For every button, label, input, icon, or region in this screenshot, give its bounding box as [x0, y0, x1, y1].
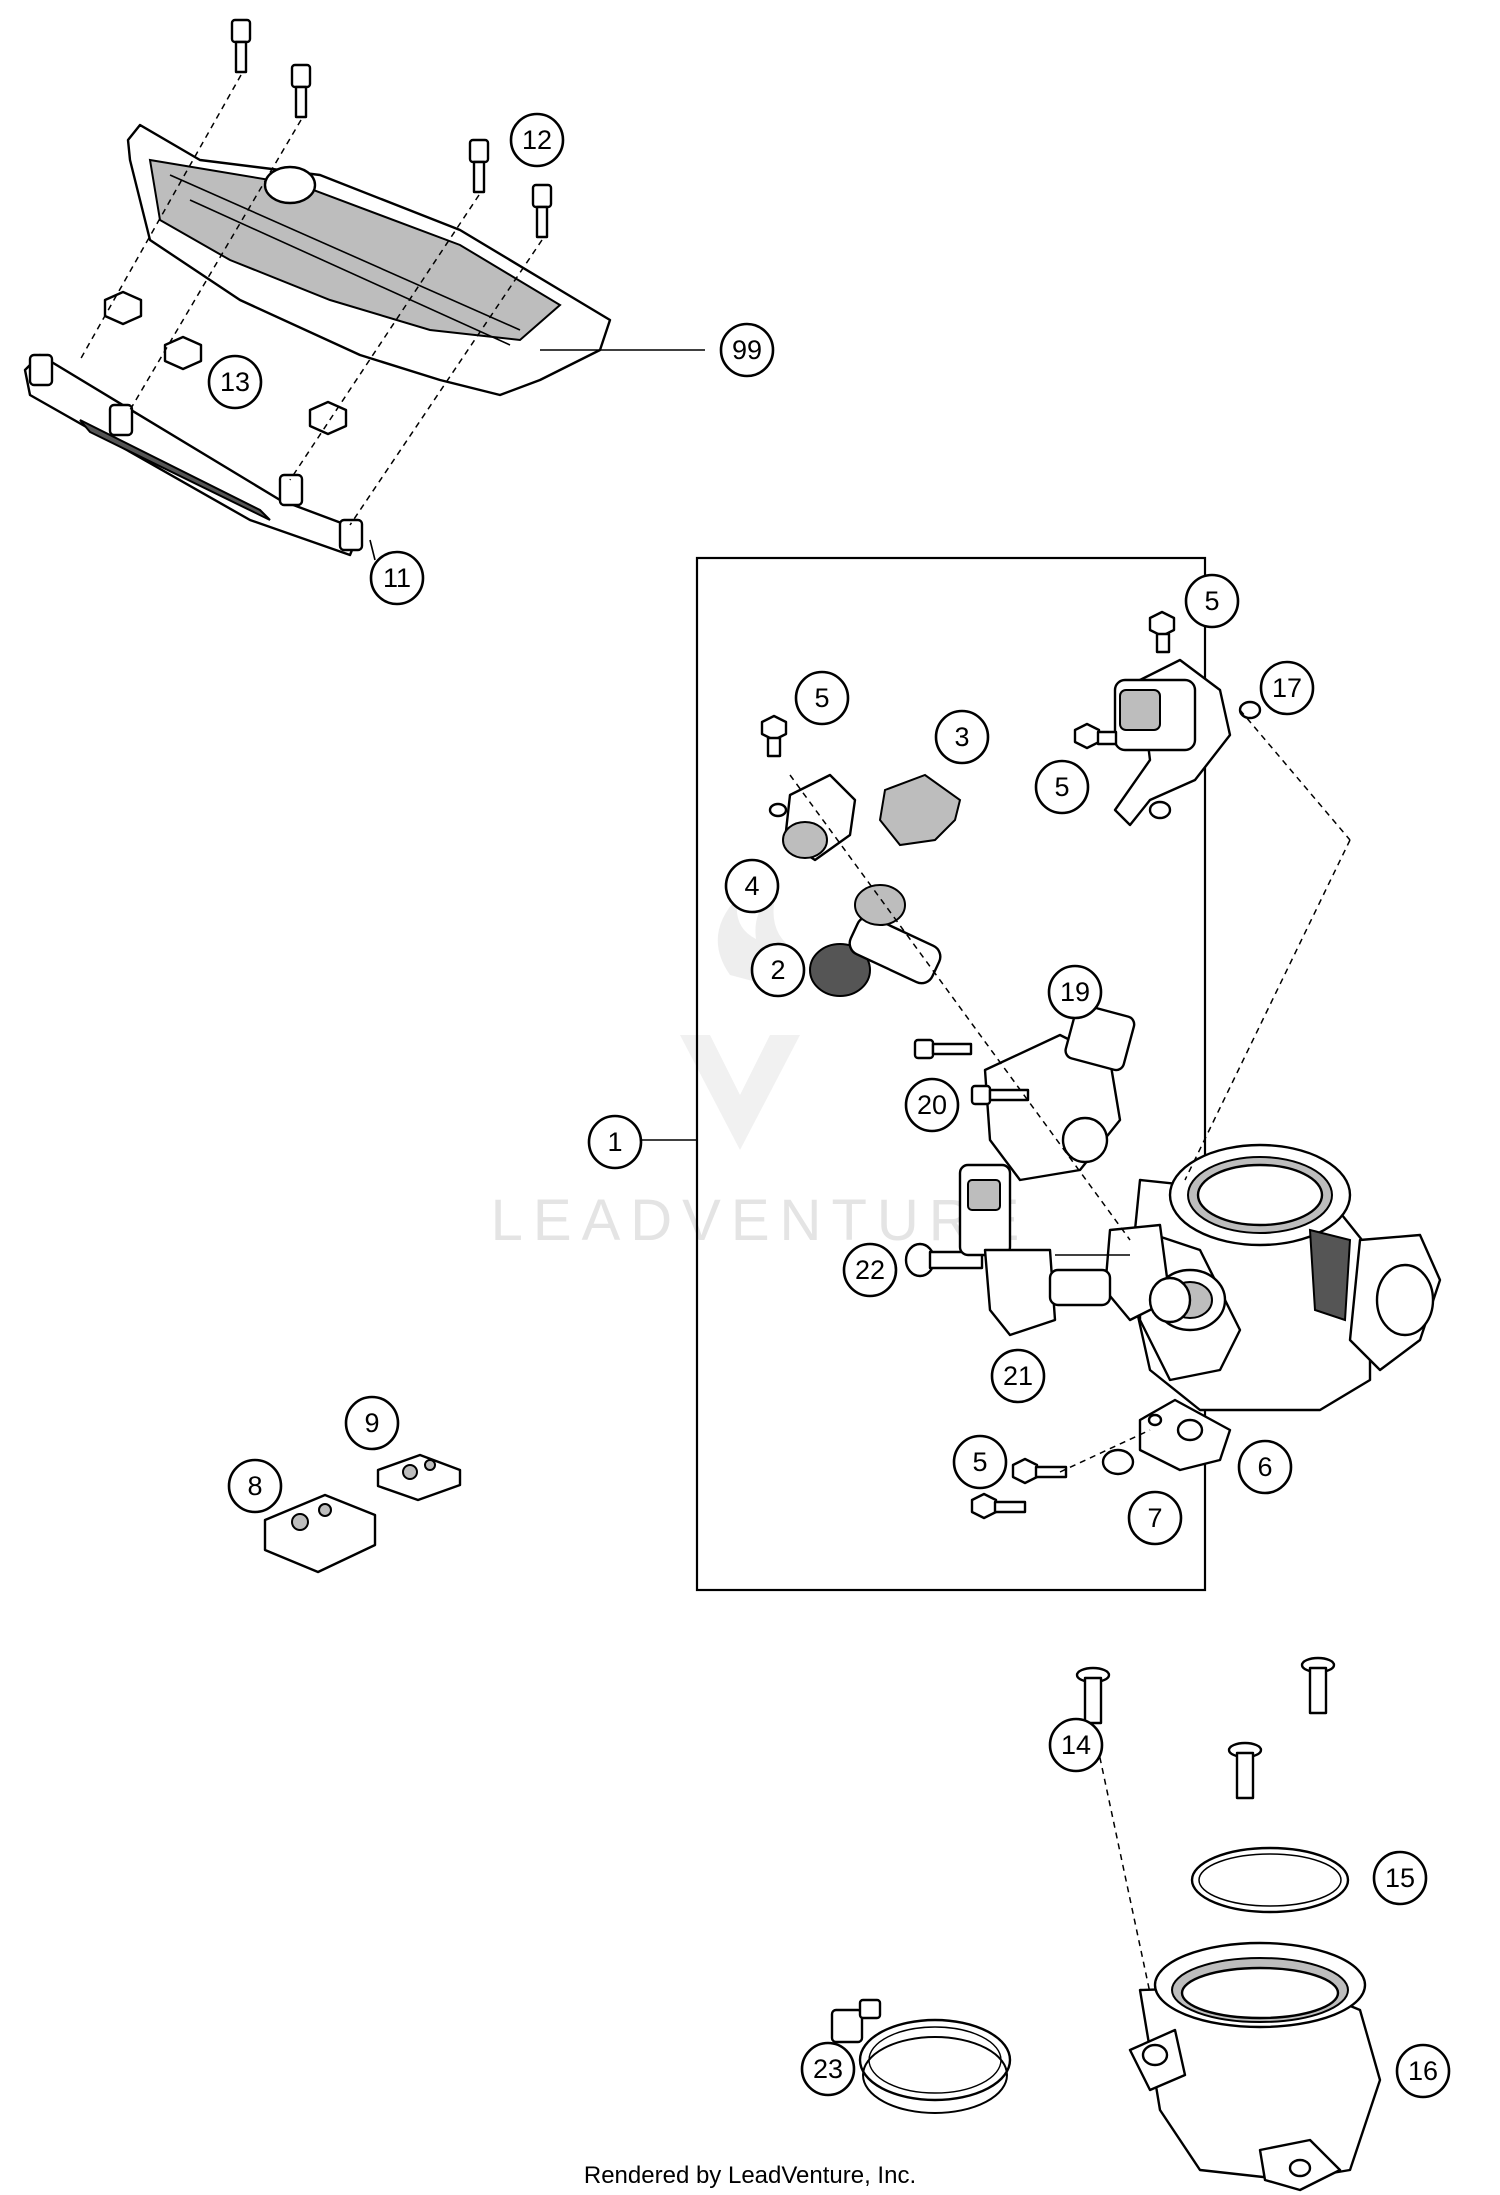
svg-text:5: 5	[1204, 586, 1219, 616]
svg-text:23: 23	[813, 2054, 843, 2084]
clip-3	[878, 773, 962, 847]
guide-17-body-b	[1184, 839, 1351, 1181]
svg-text:19: 19	[1060, 977, 1090, 1007]
svg-text:22: 22	[855, 1255, 885, 1285]
guide-5-6	[1059, 1429, 1151, 1473]
svg-text:4: 4	[744, 871, 759, 901]
callout-17: 17	[1259, 660, 1315, 716]
bolt-14-b	[1227, 1741, 1263, 1800]
svg-text:1: 1	[607, 1127, 622, 1157]
injector-2	[809, 884, 942, 997]
callout-14: 14	[1048, 1717, 1104, 1773]
callout-21: 21	[990, 1348, 1046, 1404]
svg-text:21: 21	[1003, 1361, 1033, 1391]
callout-99: 99	[719, 322, 775, 378]
callout-23: 23	[800, 2041, 856, 2097]
svg-text:12: 12	[522, 125, 552, 155]
pad-8	[263, 1493, 377, 1574]
svg-text:8: 8	[247, 1471, 262, 1501]
pad-9	[376, 1453, 462, 1502]
callout-6: 6	[1237, 1439, 1293, 1495]
bolt-14-c	[1300, 1656, 1336, 1715]
callout-22: 22	[842, 1242, 898, 1298]
svg-text:2: 2	[770, 955, 785, 985]
svg-text:17: 17	[1272, 673, 1302, 703]
clamp-23	[830, 1998, 1012, 2114]
svg-text:5: 5	[814, 683, 829, 713]
callout-7: 7	[1127, 1490, 1183, 1546]
watermark-text: LEADVENTURE	[491, 1188, 1030, 1253]
svg-text:13: 13	[220, 367, 250, 397]
callout-8: 8	[227, 1458, 283, 1514]
adapter-16	[1128, 1941, 1382, 2192]
callout-5-top: 5	[1184, 573, 1240, 629]
callout-5-bottom: 5	[952, 1434, 1008, 1490]
watermark-logo	[680, 893, 804, 1150]
bolt-5-left	[760, 714, 788, 758]
callout-4: 4	[724, 858, 780, 914]
sensor-21	[958, 1163, 1112, 1337]
svg-text:9: 9	[364, 1408, 379, 1438]
idle-air-valve	[1113, 658, 1262, 827]
callout-11: 11	[369, 550, 425, 606]
callout-5-left: 5	[794, 670, 850, 726]
sensor-19	[983, 1003, 1136, 1182]
throttle-body-group-box	[695, 556, 1207, 1592]
callout-3: 3	[934, 709, 990, 765]
callout-9: 9	[344, 1395, 400, 1451]
svg-text:7: 7	[1147, 1503, 1162, 1533]
guide-14-16	[1092, 1724, 1161, 2041]
leader-11	[369, 539, 376, 561]
svg-text:20: 20	[917, 1090, 947, 1120]
svg-text:16: 16	[1408, 2056, 1438, 2086]
screw-22	[904, 1242, 984, 1278]
svg-text:14: 14	[1061, 1730, 1091, 1760]
svg-text:5: 5	[972, 1447, 987, 1477]
svg-text:99: 99	[732, 335, 762, 365]
screw-20	[913, 1038, 1030, 1106]
callout-1: 1	[587, 1114, 643, 1170]
svg-text:11: 11	[383, 563, 411, 593]
throttle-body-1	[1103, 1143, 1442, 1412]
svg-text:3: 3	[954, 722, 969, 752]
callout-16: 16	[1395, 2043, 1451, 2099]
callout-12: 12	[509, 112, 565, 168]
callout-2: 2	[750, 942, 806, 998]
callout-15: 15	[1372, 1850, 1428, 1906]
callout-5-mid: 5	[1034, 759, 1090, 815]
o-ring-15	[1190, 1846, 1350, 1914]
gasket-6	[1138, 1398, 1232, 1472]
callout-13: 13	[207, 354, 263, 410]
guide-17-body	[1239, 709, 1351, 841]
plug-7	[1101, 1448, 1135, 1476]
svg-text:5: 5	[1054, 772, 1069, 802]
callout-19: 19	[1047, 964, 1103, 1020]
bolt-14-a	[1075, 1666, 1111, 1725]
bolt-5-top	[1148, 610, 1176, 654]
footer-credit: Rendered by LeadVenture, Inc.	[584, 2162, 916, 2189]
guide-4-body	[789, 774, 1131, 1241]
callout-20: 20	[904, 1077, 960, 1133]
svg-text:6: 6	[1257, 1452, 1272, 1482]
upper-cover-assembly	[23, 18, 612, 557]
svg-text:15: 15	[1385, 1863, 1415, 1893]
bolt-5-mid	[1073, 722, 1118, 750]
bolt-5-bottom	[970, 1457, 1068, 1520]
